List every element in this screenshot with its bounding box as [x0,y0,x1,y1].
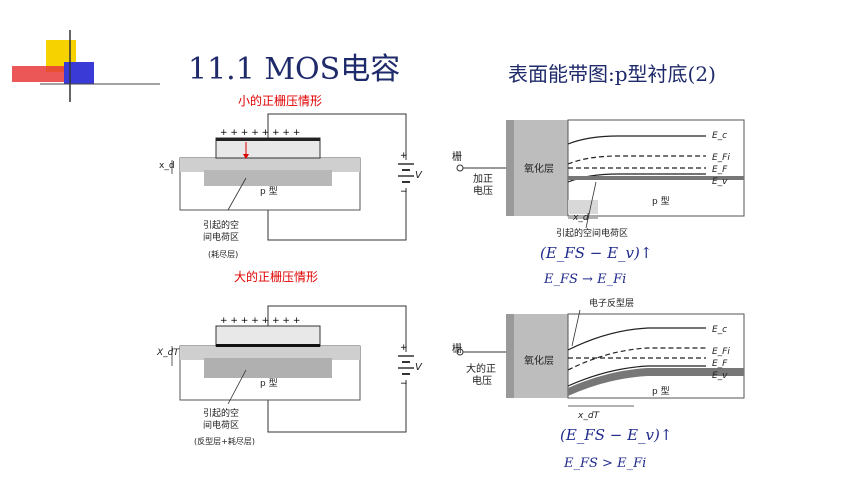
substrate-wire [267,380,407,433]
equation-2-top: E_FS → E_Fi [544,272,627,287]
gate-terminal [456,164,464,172]
caption-leader [227,369,247,405]
depletion-note: (耗尽层) [208,250,239,259]
inversion-layer [216,344,320,347]
gate-charges: + + + + + + + + [220,128,300,138]
ef-text: E_F [712,165,728,175]
battery-minus: − [400,187,408,197]
p-type-label: p 型 [260,187,278,197]
oxide-text: 氧化层 [524,164,554,175]
mos-structure-large: + − + + + + + + + + [171,305,414,433]
voltage-label: V [415,170,422,181]
band-diagram-large [456,309,745,407]
gate-wire [267,113,407,160]
inversion-text: 电子反型层 [589,299,635,309]
ef-text-large: E_F [712,359,728,369]
xdt-label: X_dT [157,348,179,358]
p-type-label-large: p 型 [260,379,278,389]
gate-charges: + + + + + + + + [220,316,300,326]
battery-plus: + [400,343,408,353]
equation-1-bottom: (E_FS − E_v)↑ [560,426,673,444]
large-bias-label: 大的正栅压情形 [234,270,319,284]
ec-line [567,327,706,351]
oxide-layer [180,158,360,172]
caption-leader [227,177,247,211]
oxide-region [514,120,568,216]
depletion-caption-1: 引起的空 [203,221,240,231]
bias-text-1: 加正 [473,174,493,185]
band-xdt: x_dT [578,411,600,421]
band-xd: x_d [573,213,589,223]
equation-1-top: (E_FS − E_v)↑ [540,244,653,262]
valence-shade [568,176,744,180]
ev-line [567,365,706,387]
semiconductor-region [567,313,745,399]
ev-text-large: E_v [712,371,728,381]
logo-red-bar [12,66,64,82]
space-charge-shade [568,200,598,214]
page-title: 11.1 MOS电容 [188,52,401,87]
depletion-caption-large-1: 引起的空 [203,409,240,419]
metal-hatch [506,120,514,216]
page-subtitle: 表面能带图:p型衬底(2) [508,62,716,86]
depletion-note-large: (反型层+耗尽层) [194,437,255,446]
battery-minus: − [400,379,408,389]
gate-text: 栅 [452,152,462,163]
space-charge-leader [585,181,597,229]
depletion-caption-2: 间电荷区 [203,233,240,243]
substrate-wire [267,188,407,241]
battery-plus: + [400,151,408,161]
band-p-type: p 型 [652,197,670,207]
equation-2-bottom: E_FS > E_Fi [564,456,647,471]
small-bias-label: 小的正栅压情形 [238,94,323,108]
inversion-leader [571,309,581,347]
efi-text-large: E_Fi [712,347,730,357]
efi-text: E_Fi [712,153,730,163]
logo-blue-square [64,62,94,84]
gate-wire [267,305,407,352]
ev-line [567,173,706,183]
efi-line [567,347,706,371]
oxide-region [514,314,568,398]
logo-decoration [12,30,160,102]
bias-text-2: 电压 [473,186,493,197]
voltage-label-large: V [415,362,422,373]
band-p-type-large: p 型 [652,387,670,397]
valence-shade [568,368,744,396]
gate-text-large: 栅 [452,344,462,355]
bias-text-large-2: 电压 [472,376,492,387]
mos-structure-small: + − + + + + + + + + [171,113,414,241]
depletion-region [204,170,332,186]
bias-text-large-1: 大的正 [466,364,496,375]
space-charge-text: 引起的空间电荷区 [556,229,629,239]
efi-line [567,155,706,165]
gate-metal [215,325,321,347]
metal-hatch [506,314,514,398]
oxide-text-large: 氧化层 [524,356,554,367]
field-arrow-head [243,154,249,159]
oxide-layer [180,346,360,360]
ec-line [567,135,706,145]
depletion-region [204,358,332,378]
gate-top-contact [216,138,320,141]
depletion-caption-large-2: 间电荷区 [203,421,240,431]
band-diagram-small [456,119,745,229]
ec-text: E_c [712,131,728,141]
ec-text-large: E_c [712,325,728,335]
ev-text: E_v [712,177,728,187]
xd-label: x_d [159,161,175,171]
